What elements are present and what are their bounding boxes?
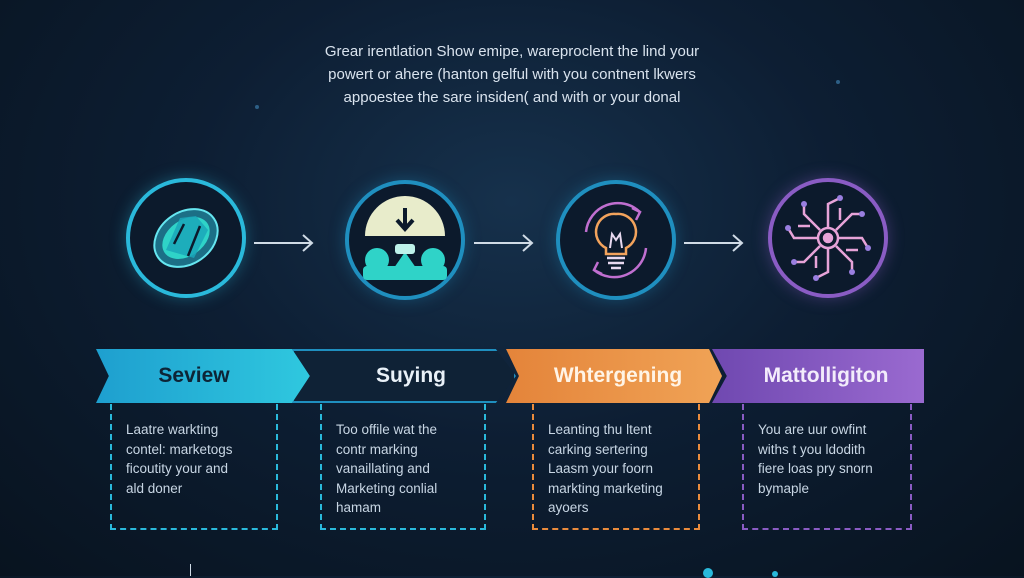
arrow-right-icon (684, 234, 744, 252)
decorative-dot (703, 568, 713, 578)
step-2-title: Suying (375, 364, 446, 387)
step-1-icon-circle (126, 178, 246, 298)
description-line: Leanting thu ltent (548, 422, 652, 437)
description-line: ald doner (126, 480, 183, 496)
step-2-icon-circle (345, 180, 465, 300)
step-4-icon-circle (768, 178, 888, 298)
step-3-icon-circle (556, 180, 676, 300)
step-3-description: Leanting thu ltent carking sertering Laa… (532, 404, 700, 530)
description-line: withs t you ldodith (758, 441, 866, 457)
description-line: Marketing conlial (336, 480, 438, 496)
description-line: You are uur owfint (758, 422, 867, 437)
intro-line: appoestee the sare insiden( and with or … (343, 89, 681, 106)
intro-text: Grear irentlation Show emipe, wareprocle… (212, 40, 812, 109)
intro-line: powert or ahere (hanton gelful with you … (328, 66, 696, 83)
decorative-dot (836, 80, 840, 84)
step-2-description: Too offile wat the contr marking vanaill… (320, 404, 486, 530)
description-line: contel: marketogs (126, 441, 233, 457)
step-4-banner: Mattolligiton (712, 349, 924, 403)
description-line: Too offile wat the (336, 422, 438, 437)
arrow-right-icon (474, 234, 534, 252)
dome-download-icon (363, 196, 447, 280)
step-2-banner: Suying (292, 349, 516, 403)
arrow-right-icon (254, 234, 314, 252)
step-1-title: Seview (158, 364, 230, 387)
description-line: bymaple (758, 480, 810, 496)
description-line: hamam (336, 500, 382, 515)
intro-line: Grear irentlation Show emipe, wareprocle… (324, 43, 700, 60)
step-1-banner: Seview (96, 349, 310, 403)
decorative-dot (772, 571, 778, 577)
description-line: ficoutity your and (126, 461, 229, 476)
decorative-dot (255, 105, 259, 109)
lightbulb-cycle-icon (584, 201, 648, 279)
circuit-gear-icon (785, 195, 871, 281)
step-3-title: Whtergening (553, 364, 683, 387)
decorative-line (190, 564, 191, 576)
description-line: Laatre warkting (126, 422, 219, 437)
step-3-banner: Whtergening (506, 349, 722, 403)
step-1-description: Laatre warkting contel: marketogs ficout… (110, 404, 278, 530)
description-line: ayoers (548, 500, 589, 515)
description-line: fiere loas pry snorn (758, 461, 873, 476)
step-4-title: Mattolligiton (763, 364, 889, 387)
description-line: markting marketing (548, 480, 663, 496)
description-line: carking sertering (548, 441, 648, 457)
description-line: vanaillating and (336, 461, 430, 476)
description-line: contr marking (336, 441, 418, 457)
description-line: Laasm your foorn (548, 461, 654, 476)
step-4-description: You are uur owfint withs t you ldodith f… (742, 404, 912, 530)
gem-icon (153, 208, 219, 268)
